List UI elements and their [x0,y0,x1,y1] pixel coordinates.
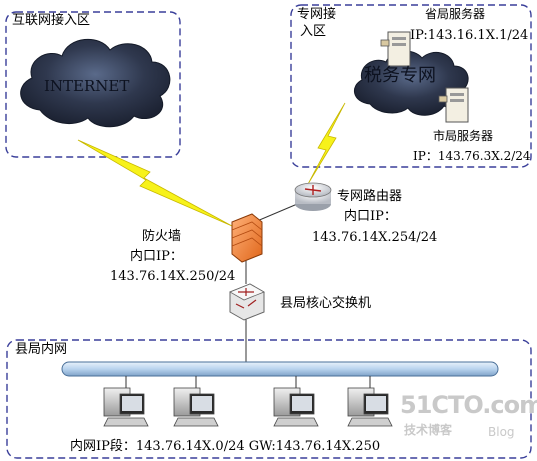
private-zone-box [290,4,532,168]
internet-zone-box [5,11,181,158]
city-server-label: 市局服务器 [433,129,494,143]
pc-icon [173,387,219,427]
city-server-icon [438,87,469,123]
firewall-ip-label: 内口IP： [130,249,183,264]
internet-cloud-label: INTERNET [44,77,130,95]
internet-zone-label: 互联网接入区 [12,13,91,28]
switch-label: 县局核心交换机 [280,296,372,311]
internet-cloud [20,38,171,128]
provincial-server-icon [380,31,411,67]
firewall-icon [231,213,263,263]
firewall-ip: 143.76.14X.250/24 [110,269,236,284]
private-lightning-link [307,102,346,185]
watermark-sub: 技术博客 [404,423,453,437]
city-server-ip: IP：143.76.3X.2/24 [413,149,531,163]
provincial-server-ip: IP:143.16.1X.1/24 [410,28,529,43]
watermark-blog: Blog [488,425,515,439]
internet-lightning-link [77,139,233,227]
lan-bus [61,361,499,377]
county-lan-label: 县局内网 [15,342,68,357]
router-ip: 143.76.14X.254/24 [312,230,438,245]
pc-icon [103,387,149,427]
watermark-site: 51CTO.com [400,391,537,419]
firewall-label: 防火墙 [142,229,182,244]
lan-footer: 内网IP段：143.76.14X.0/24 GW:143.76.14X.250 [70,439,381,454]
pc-icon [347,387,393,427]
router-icon [294,182,332,211]
private-zone-label-line1: 专网接 [297,7,337,22]
tax-network-cloud-label: 税务专网 [364,65,436,86]
core-switch-icon [229,283,265,321]
county-lan-zone-box [6,339,532,459]
pc-icon [273,387,319,427]
router-label: 专网路由器 [337,189,403,204]
private-zone-label-line2: 入区 [300,24,327,39]
router-ip-label: 内口IP： [344,209,397,224]
provincial-server-label: 省局服务器 [425,7,486,21]
